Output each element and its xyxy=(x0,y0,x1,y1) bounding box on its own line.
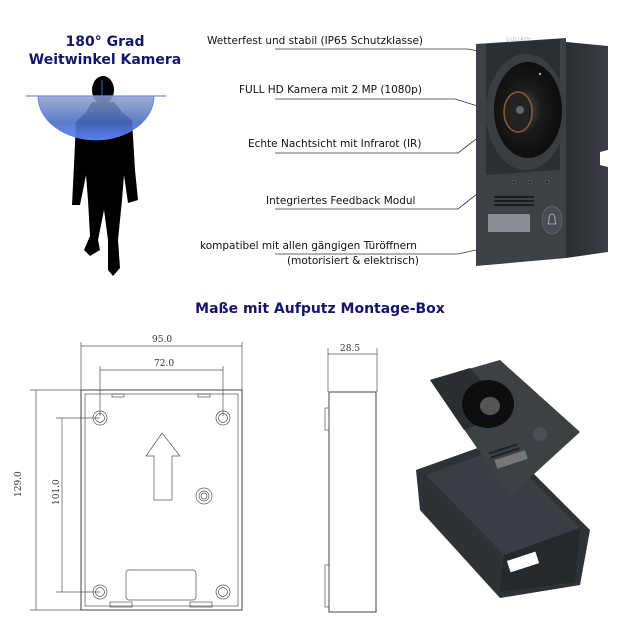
feature-door-opener: kompatibel mit allen gängigen Türöffnern xyxy=(200,240,417,252)
dim-hole-spacing-v-label: 101.0 xyxy=(52,479,62,505)
leader-line-full-hd xyxy=(275,98,498,113)
person-silhouette-fov-illustration xyxy=(26,76,166,276)
feature-door-opener-sub: (motorisiert & elektrisch) xyxy=(287,255,419,267)
side-dimension-drawing xyxy=(324,348,378,613)
camera-angle-line2: Weitwinkel Kamera xyxy=(28,52,182,68)
camera-angle-title: 180° Grad Weitwinkel Kamera xyxy=(10,33,200,69)
dim-width-label: 95.0 xyxy=(152,335,173,345)
device-brand-logo: GOLIATH xyxy=(506,37,532,43)
feature-night-vision: Echte Nachtsicht mit Infrarot (IR) xyxy=(248,138,422,150)
bell-icon xyxy=(547,213,557,225)
box-outline xyxy=(80,389,243,611)
dim-hole-spacing-h-label: 72.0 xyxy=(154,359,175,369)
door-station-device-illustration xyxy=(476,38,608,266)
front-dimension-drawing xyxy=(30,342,243,611)
fov-semicircle-icon xyxy=(37,95,155,141)
side-outline xyxy=(328,391,377,613)
feature-full-hd: FULL HD Kamera mit 2 MP (1080p) xyxy=(239,84,422,96)
leader-line-door-opener xyxy=(275,245,495,255)
up-arrow-icon xyxy=(145,432,181,501)
dim-depth-label: 28.5 xyxy=(340,344,361,354)
dim-height-label: 129.0 xyxy=(14,471,24,497)
dimensions-section-title: Maße mit Aufputz Montage-Box xyxy=(195,301,445,317)
leader-line-night-vision xyxy=(275,122,498,154)
device-with-mounting-box-illustration xyxy=(416,360,590,598)
camera-angle-line1: 180° Grad xyxy=(65,34,145,50)
name-plate xyxy=(488,214,530,232)
doorbell-button xyxy=(541,205,563,235)
feature-weatherproof: Wetterfest und stabil (IP65 Schutzklasse… xyxy=(207,35,424,47)
feature-feedback-module: Integriertes Feedback Modul xyxy=(266,195,416,207)
